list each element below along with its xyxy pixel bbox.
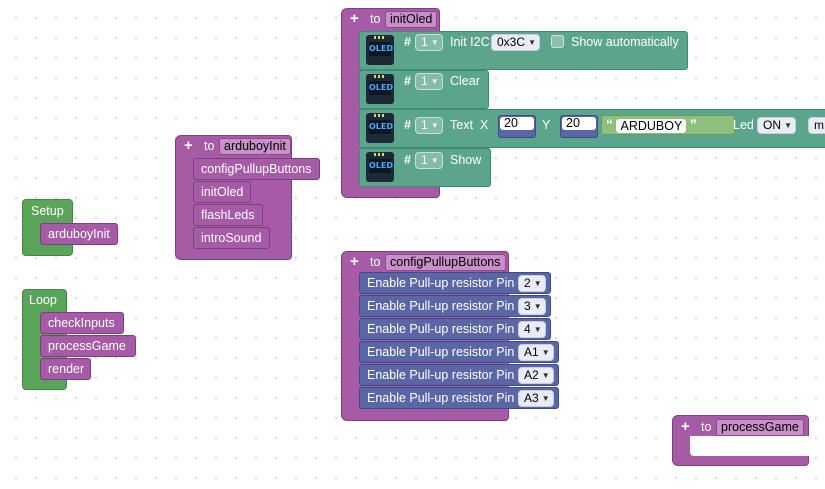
hash-label: # [404, 74, 411, 88]
chevron-down-icon: ▼ [430, 156, 439, 165]
led-dropdown[interactable]: ON▼ [757, 117, 796, 134]
text-label: Text [450, 118, 473, 132]
show-label: Show [450, 153, 482, 167]
plus-icon[interactable]: + [681, 418, 690, 435]
display-number-dropdown[interactable]: 1▼ [415, 34, 443, 51]
loop-call-checkinputs[interactable] [40, 312, 124, 334]
call-label: render [48, 362, 85, 376]
show-automatically-label: Show automatically [571, 35, 679, 49]
oled-icon: OLED [366, 113, 394, 143]
pullup-label: Enable Pull-up resistor Pin [367, 322, 515, 336]
call-introsound[interactable] [193, 227, 270, 249]
open-quote-icon: “ [606, 116, 613, 132]
led-label: Led [733, 118, 754, 132]
pullup-label: Enable Pull-up resistor Pin [367, 345, 515, 359]
y-label: Y [542, 118, 551, 132]
call-label: arduboyInit [48, 227, 110, 241]
pullup-label: Enable Pull-up resistor Pin [367, 276, 515, 290]
pullup-pin-block[interactable] [359, 341, 559, 363]
chevron-down-icon: ▼ [541, 394, 550, 403]
pin-dropdown[interactable]: 3▼ [518, 298, 546, 315]
chevron-down-icon: ▼ [784, 121, 792, 130]
chevron-down-icon: ▼ [541, 371, 550, 380]
x-value-block[interactable]: 20 [498, 115, 536, 138]
function-name-field[interactable]: arduboyInit [219, 138, 291, 155]
display-number-dropdown[interactable]: 1▼ [415, 73, 443, 90]
pin-dropdown[interactable]: A1▼ [518, 344, 554, 361]
hash-label: # [404, 118, 411, 132]
oled-icon: OLED [366, 74, 394, 104]
pullup-label: Enable Pull-up resistor Pin [367, 391, 515, 405]
pullup-label: Enable Pull-up resistor Pin [367, 368, 515, 382]
y-value-block[interactable]: 20 [560, 115, 598, 138]
call-initoled[interactable] [193, 181, 251, 203]
pin-dropdown[interactable]: A2▼ [518, 367, 554, 384]
function-name-field[interactable]: processGame [716, 419, 804, 436]
call-label: initOled [201, 185, 244, 199]
chevron-down-icon: ▼ [430, 38, 439, 47]
display-number-dropdown[interactable]: 1▼ [415, 117, 443, 134]
chevron-down-icon: ▼ [541, 348, 550, 357]
hash-label: # [404, 153, 411, 167]
oled-icon: OLED [366, 35, 394, 65]
text-string-block[interactable]: “ ARDUBOY ” [601, 115, 735, 135]
plus-icon[interactable]: + [350, 10, 359, 27]
plus-icon[interactable]: + [184, 137, 193, 154]
chevron-down-icon: ▼ [533, 325, 542, 334]
pullup-label: Enable Pull-up resistor Pin [367, 299, 515, 313]
chevron-down-icon: ▼ [430, 77, 439, 86]
call-flashleds[interactable] [193, 204, 263, 226]
to-label: to [370, 255, 381, 269]
empty-statement-slot [690, 436, 809, 456]
call-label: introSound [201, 231, 262, 245]
y-value-field[interactable]: 20 [562, 117, 596, 130]
more-dropdown[interactable]: m [808, 117, 825, 134]
i2c-address-dropdown[interactable]: 0x3C▼ [491, 34, 541, 51]
x-value-field[interactable]: 20 [500, 117, 534, 130]
setup-call-arduboyinit[interactable] [40, 223, 118, 245]
call-label: processGame [48, 339, 126, 353]
text-string-field[interactable]: ARDUBOY [616, 118, 687, 133]
clear-label: Clear [450, 74, 480, 88]
call-label: configPullupButtons [201, 162, 312, 176]
hash-label: # [404, 35, 411, 49]
function-name-field[interactable]: initOled [385, 11, 438, 28]
to-label: to [204, 139, 215, 153]
display-number-dropdown[interactable]: 1▼ [415, 152, 443, 169]
loop-call-render[interactable] [40, 358, 91, 380]
pin-dropdown[interactable]: 2▼ [518, 275, 546, 292]
to-label: to [701, 420, 712, 434]
call-label: flashLeds [201, 208, 255, 222]
show-automatically-checkbox[interactable] [551, 35, 564, 48]
pin-dropdown[interactable]: A3▼ [518, 390, 554, 407]
loop-call-processgame[interactable] [40, 335, 136, 357]
chevron-down-icon: ▼ [430, 121, 439, 130]
chevron-down-icon: ▼ [533, 279, 542, 288]
pullup-pin-block[interactable] [359, 387, 559, 409]
loop-label: Loop [29, 293, 57, 307]
plus-icon[interactable]: + [350, 253, 359, 270]
pullup-pin-block[interactable] [359, 272, 551, 294]
pin-dropdown[interactable]: 4▼ [518, 321, 546, 338]
close-quote-icon: ” [689, 116, 697, 132]
setup-label: Setup [31, 204, 64, 218]
pullup-pin-block[interactable] [359, 295, 551, 317]
call-configpullupbuttons[interactable] [193, 158, 320, 180]
pullup-pin-block[interactable] [359, 364, 559, 386]
call-label: checkInputs [48, 316, 115, 330]
chevron-down-icon: ▼ [528, 38, 537, 47]
to-label: to [370, 12, 381, 26]
pullup-pin-block[interactable] [359, 318, 551, 340]
function-name-field[interactable]: configPullupButtons [385, 254, 506, 271]
x-label: X [480, 118, 489, 132]
init-i2c-label: Init I2C [450, 35, 490, 49]
oled-icon: OLED [366, 152, 394, 182]
chevron-down-icon: ▼ [533, 302, 542, 311]
